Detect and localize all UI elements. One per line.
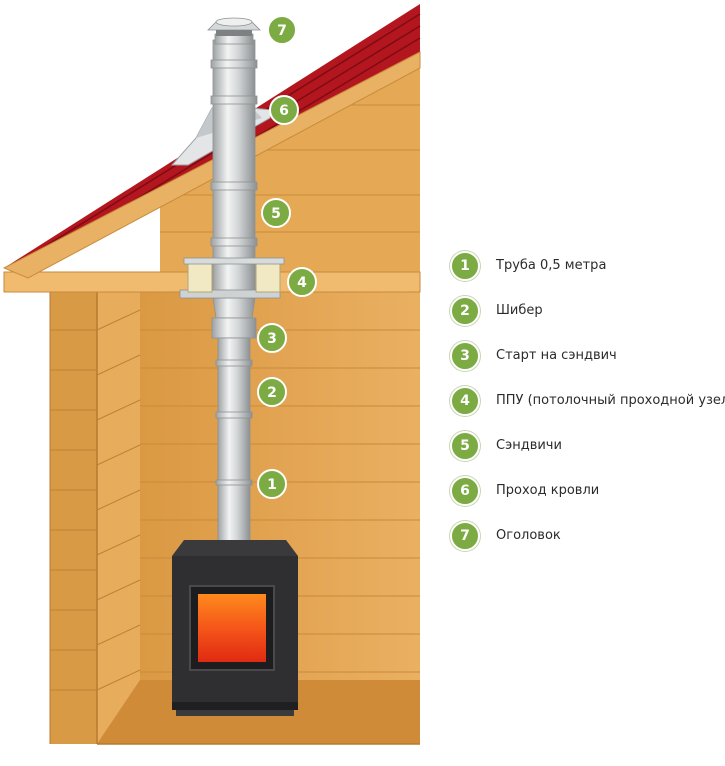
callout-badge-3: 3 [257, 323, 287, 353]
legend-badge: 5 [450, 430, 480, 461]
legend: 1 Труба 0,5 метра 2 Шибер 3 Старт на сэндвич 4… [450, 243, 725, 558]
chimney-pipe [210, 39, 258, 551]
legend-label: Шибер [496, 303, 543, 318]
legend-label: Сэндвичи [496, 438, 562, 453]
stove [172, 540, 298, 716]
legend-item: 7 Оголовок [450, 513, 725, 558]
legend-item: 4 ППУ (потолочный проходной узел) [450, 378, 725, 423]
callout-badge-number: 3 [267, 331, 277, 347]
chimney-cap [207, 17, 261, 45]
callout-badge-number: 5 [271, 206, 281, 222]
callout-badge-number: 6 [279, 103, 289, 119]
stove-fire [198, 594, 266, 662]
legend-label: ППУ (потолочный проходной узел) [496, 393, 725, 408]
legend-item: 5 Сэндвичи [450, 423, 725, 468]
legend-badge: 2 [450, 295, 480, 326]
side-wall [49, 292, 141, 744]
legend-badge: 3 [450, 340, 480, 371]
legend-label: Проход кровли [496, 483, 600, 498]
legend-item: 1 Труба 0,5 метра [450, 243, 725, 288]
callout-badge-4: 4 [287, 267, 317, 297]
callout-badge-number: 4 [297, 275, 307, 291]
callout-badge-2: 2 [257, 377, 287, 407]
callout-badge-7: 7 [267, 15, 297, 45]
callout-badge-1: 1 [257, 469, 287, 499]
callout-badge-6: 6 [269, 95, 299, 125]
legend-item: 6 Проход кровли [450, 468, 725, 513]
callout-badge-number: 2 [267, 385, 277, 401]
legend-label: Оголовок [496, 528, 561, 543]
callout-badge-5: 5 [261, 198, 291, 228]
ceiling-pass-through [179, 257, 285, 299]
legend-label: Старт на сэндвич [496, 348, 617, 363]
legend-badge: 1 [450, 250, 480, 281]
callout-badge-number: 7 [277, 23, 287, 39]
legend-badge: 6 [450, 475, 480, 506]
legend-badge: 4 [450, 385, 480, 416]
legend-label: Труба 0,5 метра [496, 258, 607, 273]
callout-badge-number: 1 [267, 477, 277, 493]
legend-item: 2 Шибер [450, 288, 725, 333]
legend-item: 3 Старт на сэндвич [450, 333, 725, 378]
legend-badge: 7 [450, 520, 480, 551]
